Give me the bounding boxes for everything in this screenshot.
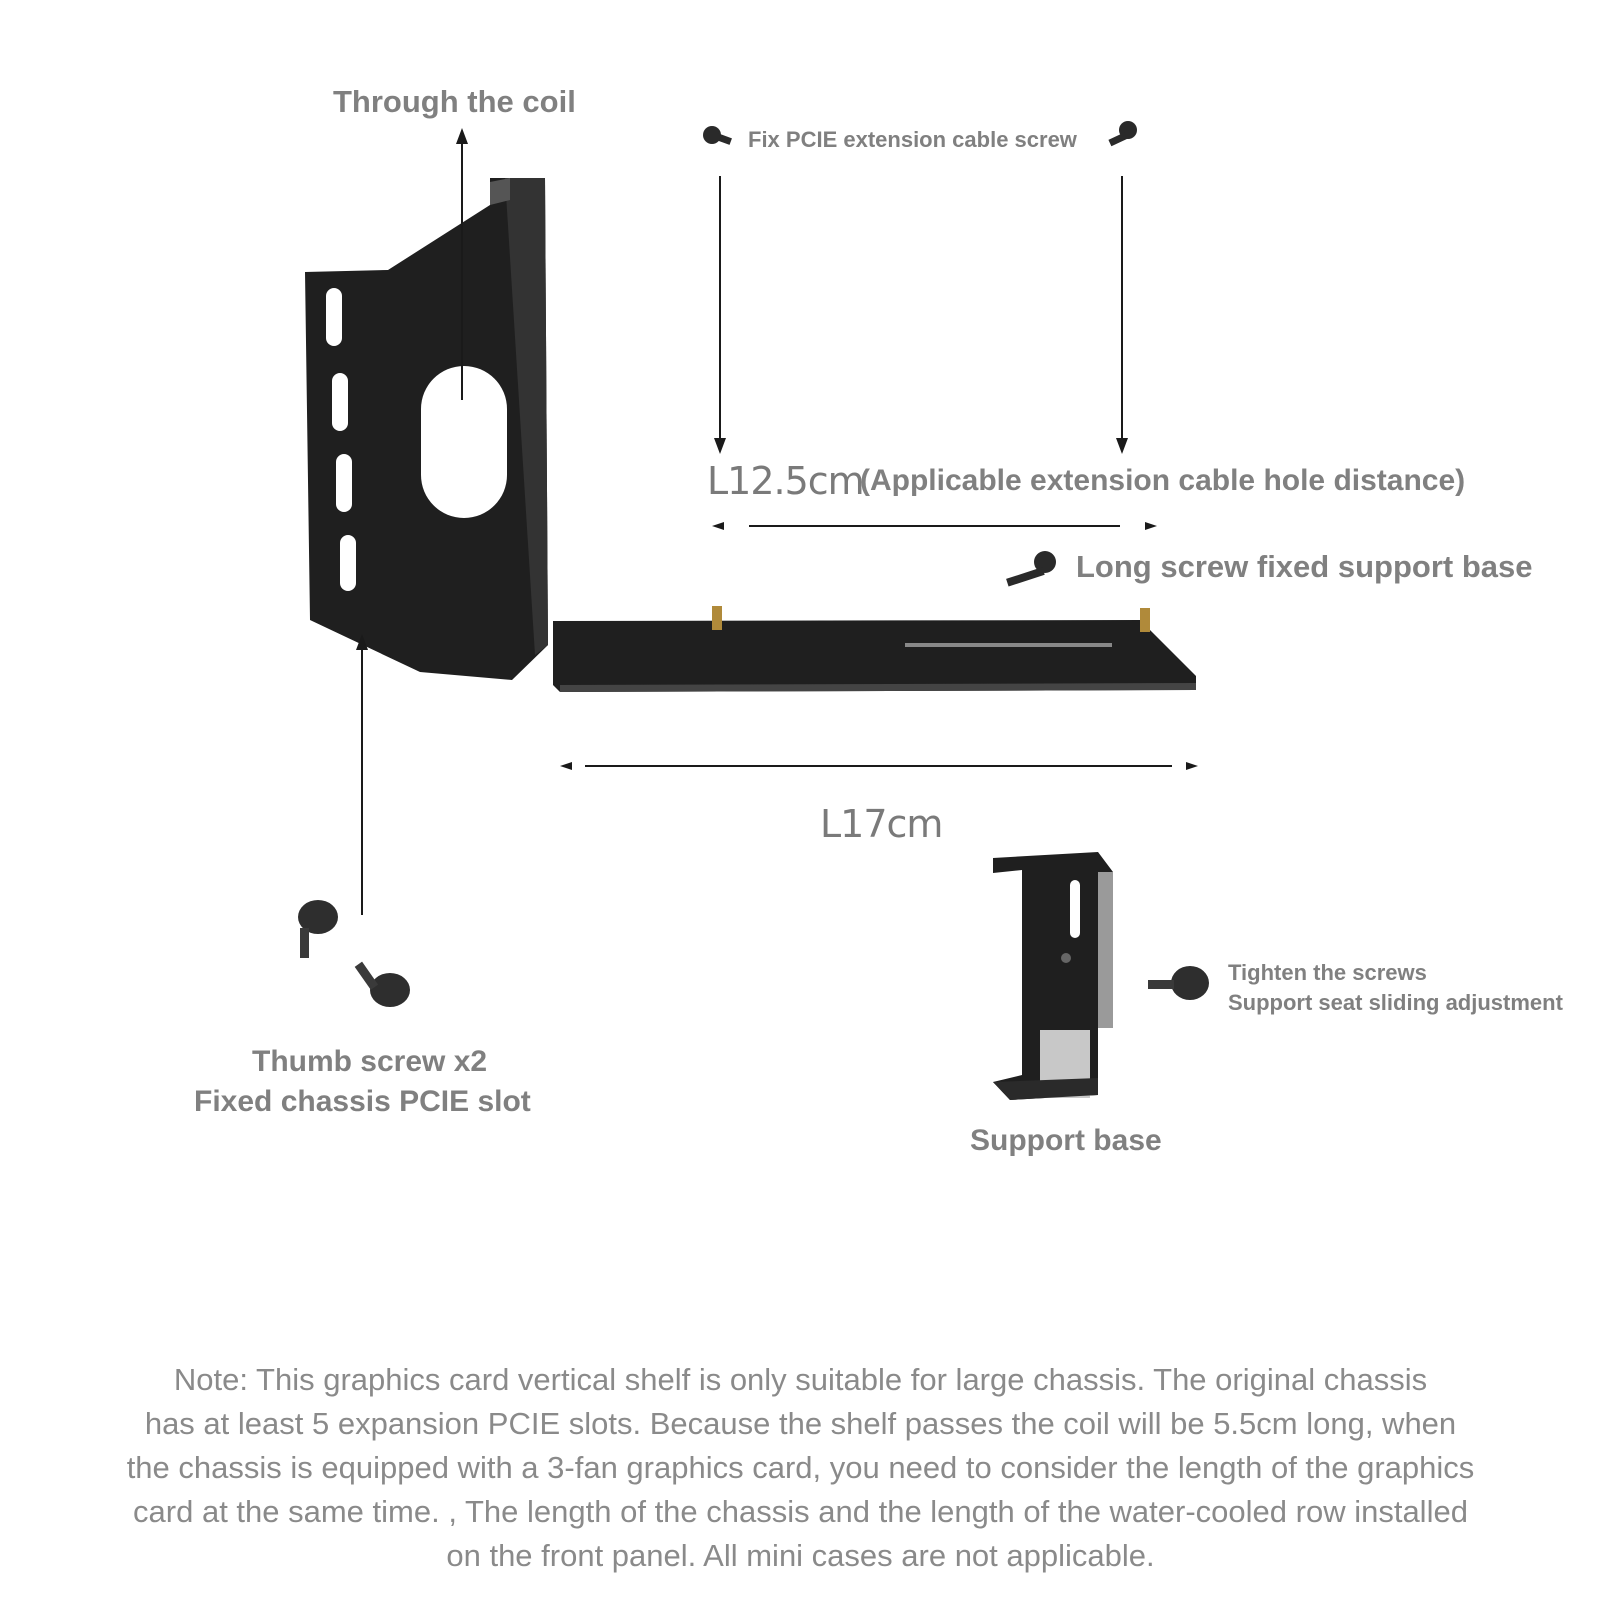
- note-line: on the front panel. All mini cases are n…: [446, 1538, 1155, 1573]
- brass-standoff: [712, 606, 722, 630]
- support-base-label: Support base: [970, 1124, 1162, 1157]
- thumb-screw-label: Thumb screw x2: [252, 1045, 488, 1078]
- bracket-slot: [332, 373, 348, 431]
- base-plate: [553, 606, 1196, 692]
- long-screw-label: Long screw fixed support base: [1076, 549, 1533, 584]
- l17-label: L17cm: [820, 802, 943, 846]
- support-base: [993, 852, 1113, 1100]
- tighten-screws-label: Tighten the screws: [1228, 960, 1427, 985]
- fix-screw-label: Fix PCIE extension cable screw: [748, 127, 1077, 152]
- note-line: has at least 5 expansion PCIE slots. Bec…: [144, 1406, 1457, 1441]
- through-coil-label: Through the coil: [333, 84, 576, 119]
- vertical-bracket: [305, 178, 548, 680]
- l125-label: L12.5cm: [707, 459, 865, 503]
- sliding-adjustment-label: Support seat sliding adjustment: [1228, 990, 1563, 1015]
- fixed-chassis-label: Fixed chassis PCIE slot: [194, 1085, 531, 1118]
- note-line: Note: This graphics card vertical shelf …: [173, 1362, 1428, 1397]
- thumb-screw-icon: [298, 900, 338, 958]
- base-slot: [905, 643, 1112, 647]
- note-line: the chassis is equipped with a 3-fan gra…: [126, 1450, 1475, 1485]
- note-line: card at the same time. , The length of t…: [133, 1494, 1468, 1529]
- thumb-screw-icon: [354, 961, 410, 1007]
- coil-hole: [421, 366, 507, 518]
- applicable-label: (Applicable extension cable hole distanc…: [860, 464, 1466, 497]
- bracket-slot: [336, 454, 352, 512]
- bracket-slot: [340, 535, 356, 591]
- support-slot: [1070, 880, 1080, 938]
- note-paragraph: Note: This graphics card vertical shelf …: [40, 1358, 1561, 1578]
- fix-screw-right-icon: [1108, 121, 1137, 147]
- bracket-slot: [326, 288, 342, 346]
- fix-screw-left-icon: [703, 126, 732, 145]
- brass-standoff: [1140, 608, 1150, 632]
- long-screw-icon: [1006, 551, 1056, 587]
- tighten-screw-icon: [1148, 966, 1209, 1000]
